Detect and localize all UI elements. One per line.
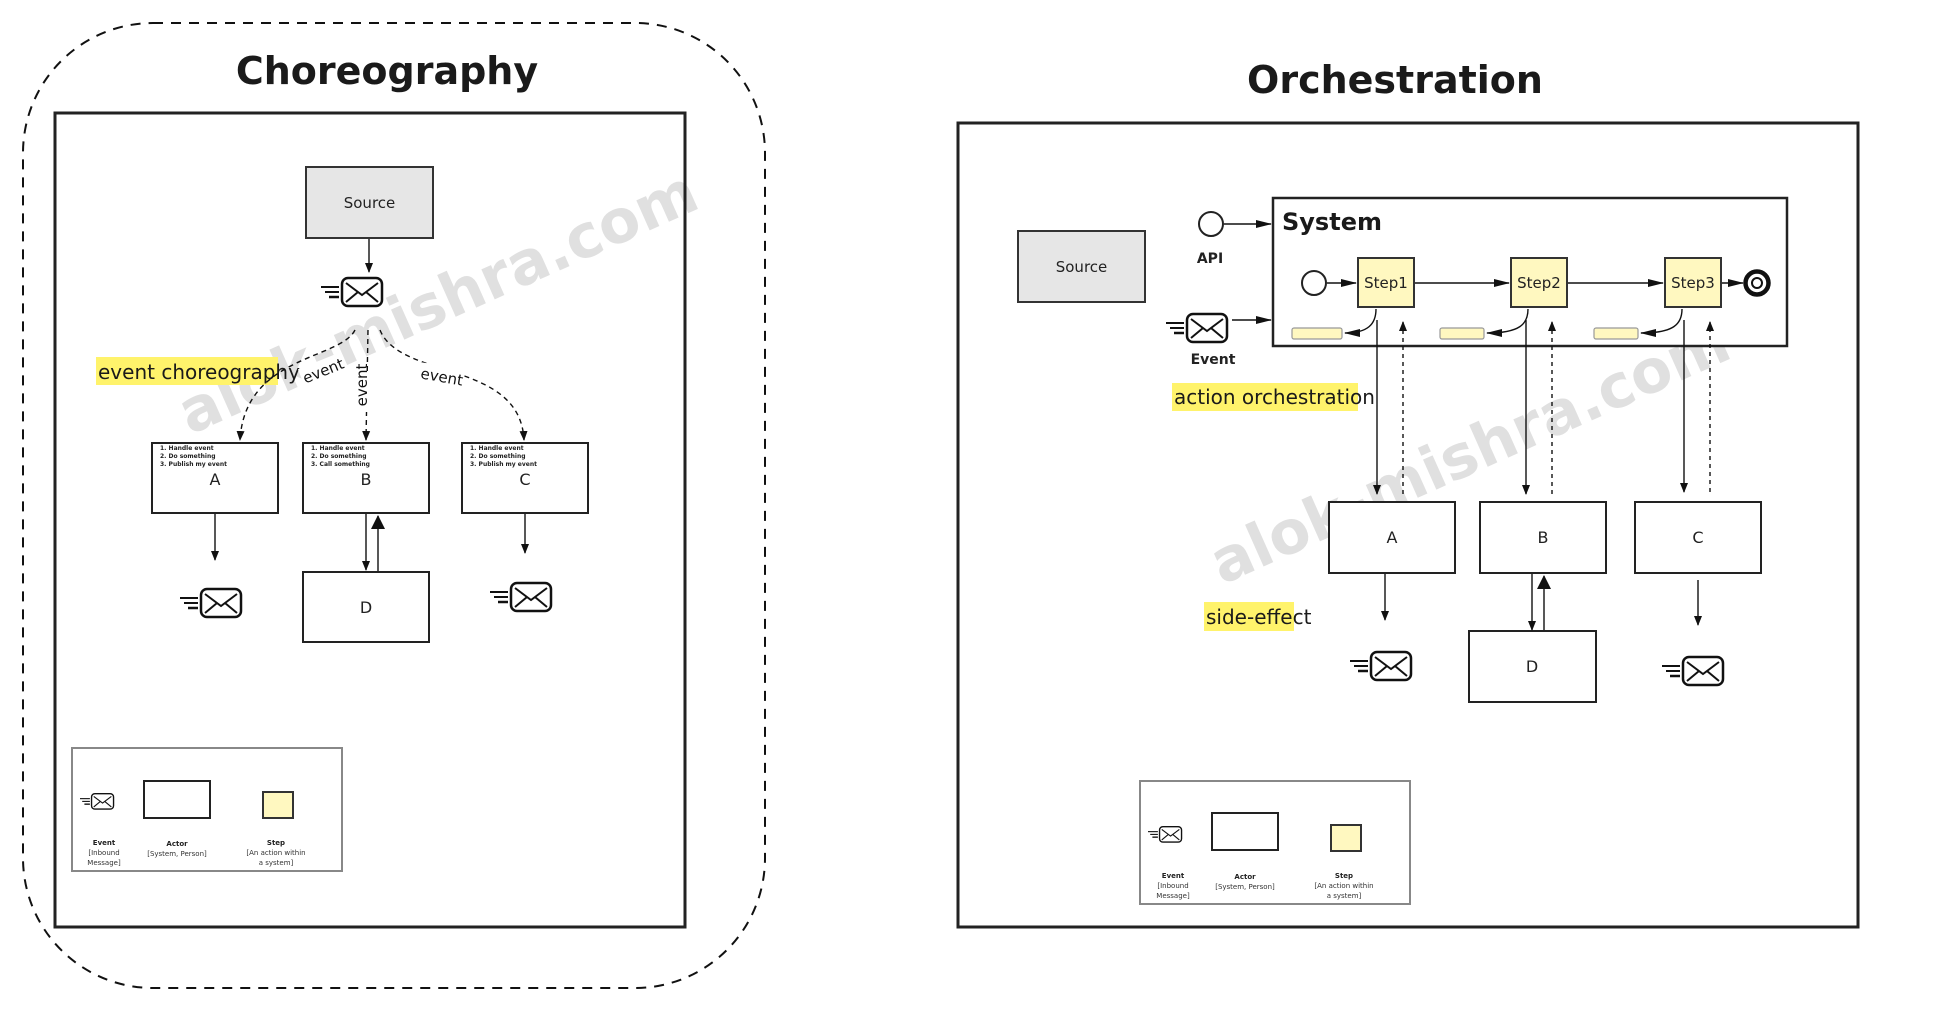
step1-data-object [1291,327,1343,340]
legend-step-desc-2: a system] [259,859,294,867]
api-endpoint-icon[interactable] [1198,211,1224,237]
step3-data-object [1593,327,1639,340]
edge-label-event-b: event [353,364,371,407]
actor-d-label: D [360,598,372,617]
legend-event-desc-2: Message] [1156,892,1190,900]
legend-actor-title: Actor [1234,873,1256,881]
orchestration-panel: Orchestration Source API Event System St… [956,58,1860,929]
orch-actor-b[interactable]: B [1479,501,1607,574]
step2-data-arrow [1486,308,1529,337]
choreography-frame [53,111,687,929]
event-edge-to-a [236,329,356,441]
legend-actor-title: Actor [166,840,188,848]
side-effect-label: side-effect [1206,605,1312,629]
choreo-source-label: Source [344,194,396,212]
orch-legend: Event [Inbound Message] Actor [System, P… [1139,780,1411,905]
c-event-envelope-icon [488,581,553,613]
step3-box[interactable]: Step3 [1664,257,1722,308]
process-end-icon [1743,269,1771,297]
legend-step-desc-1: [An action within [246,849,305,857]
legend-step-icon [262,791,294,819]
step3-data-arrow [1640,308,1683,337]
legend-event-desc-2: Message] [87,859,121,867]
actor-a-task-3: 3. Publish my event [160,461,227,468]
orch-actor-a[interactable]: A [1328,501,1456,574]
event-choreography-highlight [96,357,278,385]
choreography-title: Choreography [236,49,539,93]
actor-c-task-2: 2. Do something [470,453,526,460]
event-label: Event [1191,352,1236,368]
process-start-icon [1301,270,1327,296]
actor-a-task-2: 2. Do something [160,453,216,460]
legend-event-desc-1: [Inbound [88,849,119,857]
legend-actor-icon [143,780,211,819]
legend-step-desc-1: [An action within [1314,882,1373,890]
orch-actor-d-label: D [1526,657,1538,676]
choreo-actor-d[interactable]: D [302,571,430,643]
choreo-legend: Event [Inbound Message] Actor [System, P… [71,747,343,872]
legend-actor-desc: [System, Person] [1215,883,1275,891]
choreo-actor-b[interactable]: 1. Handle event 2. Do something 3. Call … [302,442,430,514]
legend-event-title: Event [93,839,116,847]
step2-data-object [1439,327,1485,340]
choreo-actor-a[interactable]: 1. Handle event 2. Do something 3. Publi… [151,442,279,514]
side-effect-highlight [1204,602,1294,631]
legend-event-title: Event [1162,872,1185,880]
legend-actor-icon [1211,812,1279,851]
orch-actor-c[interactable]: C [1634,501,1762,574]
orchestration-title: Orchestration [1247,58,1543,102]
system-title: System [1282,208,1382,236]
orch-c-envelope-icon [1660,655,1725,687]
step2-label: Step2 [1517,274,1561,292]
step1-box[interactable]: Step1 [1357,257,1415,308]
orch-actor-c-label: C [1692,528,1703,547]
step2-box[interactable]: Step2 [1510,257,1568,308]
orchestration-frame [956,121,1860,929]
step1-data-arrow [1344,308,1377,337]
a-event-envelope-icon [178,587,243,619]
step3-label: Step3 [1671,274,1715,292]
orch-actor-d[interactable]: D [1468,630,1597,703]
actor-b-task-2: 2. Do something [311,453,367,460]
actor-b-label: B [361,470,372,489]
orch-source-box[interactable]: Source [1017,230,1146,303]
actor-a-task-1: 1. Handle event [160,445,214,452]
actor-c-label: C [519,470,530,489]
choreo-actor-c[interactable]: 1. Handle event 2. Do something 3. Publi… [461,442,589,514]
edge-label-event-c: event [419,364,464,389]
actor-b-task-3: 3. Call something [311,461,370,468]
actor-a-label: A [210,470,221,489]
orch-a-envelope-icon [1348,650,1413,682]
orch-actor-b-label: B [1538,528,1549,547]
legend-step-title: Step [1335,872,1353,880]
actor-c-task-3: 3. Publish my event [470,461,537,468]
orch-event-envelope-icon [1164,312,1229,344]
event-choreography-label: event choreography [98,360,300,384]
choreography-panel: Choreography Source event choreography e… [22,22,766,989]
legend-step-icon [1330,824,1362,852]
action-orchestration-label: action orchestration [1174,385,1375,409]
orch-actor-a-label: A [1387,528,1398,547]
event-envelope-icon [319,276,384,308]
legend-step-desc-2: a system] [1327,892,1362,900]
legend-event-desc-1: [Inbound [1157,882,1188,890]
action-orchestration-highlight [1172,383,1358,411]
legend-step-title: Step [267,839,285,847]
legend-actor-desc: [System, Person] [147,850,207,858]
actor-b-task-1: 1. Handle event [311,445,365,452]
api-label: API [1197,251,1223,267]
watermark: alok-mishra.com [168,157,709,449]
choreo-source-box[interactable]: Source [305,166,434,239]
actor-c-task-1: 1. Handle event [470,445,524,452]
orch-source-label: Source [1056,258,1108,276]
step1-label: Step1 [1364,274,1408,292]
choreography-dashed-boundary [22,22,766,989]
